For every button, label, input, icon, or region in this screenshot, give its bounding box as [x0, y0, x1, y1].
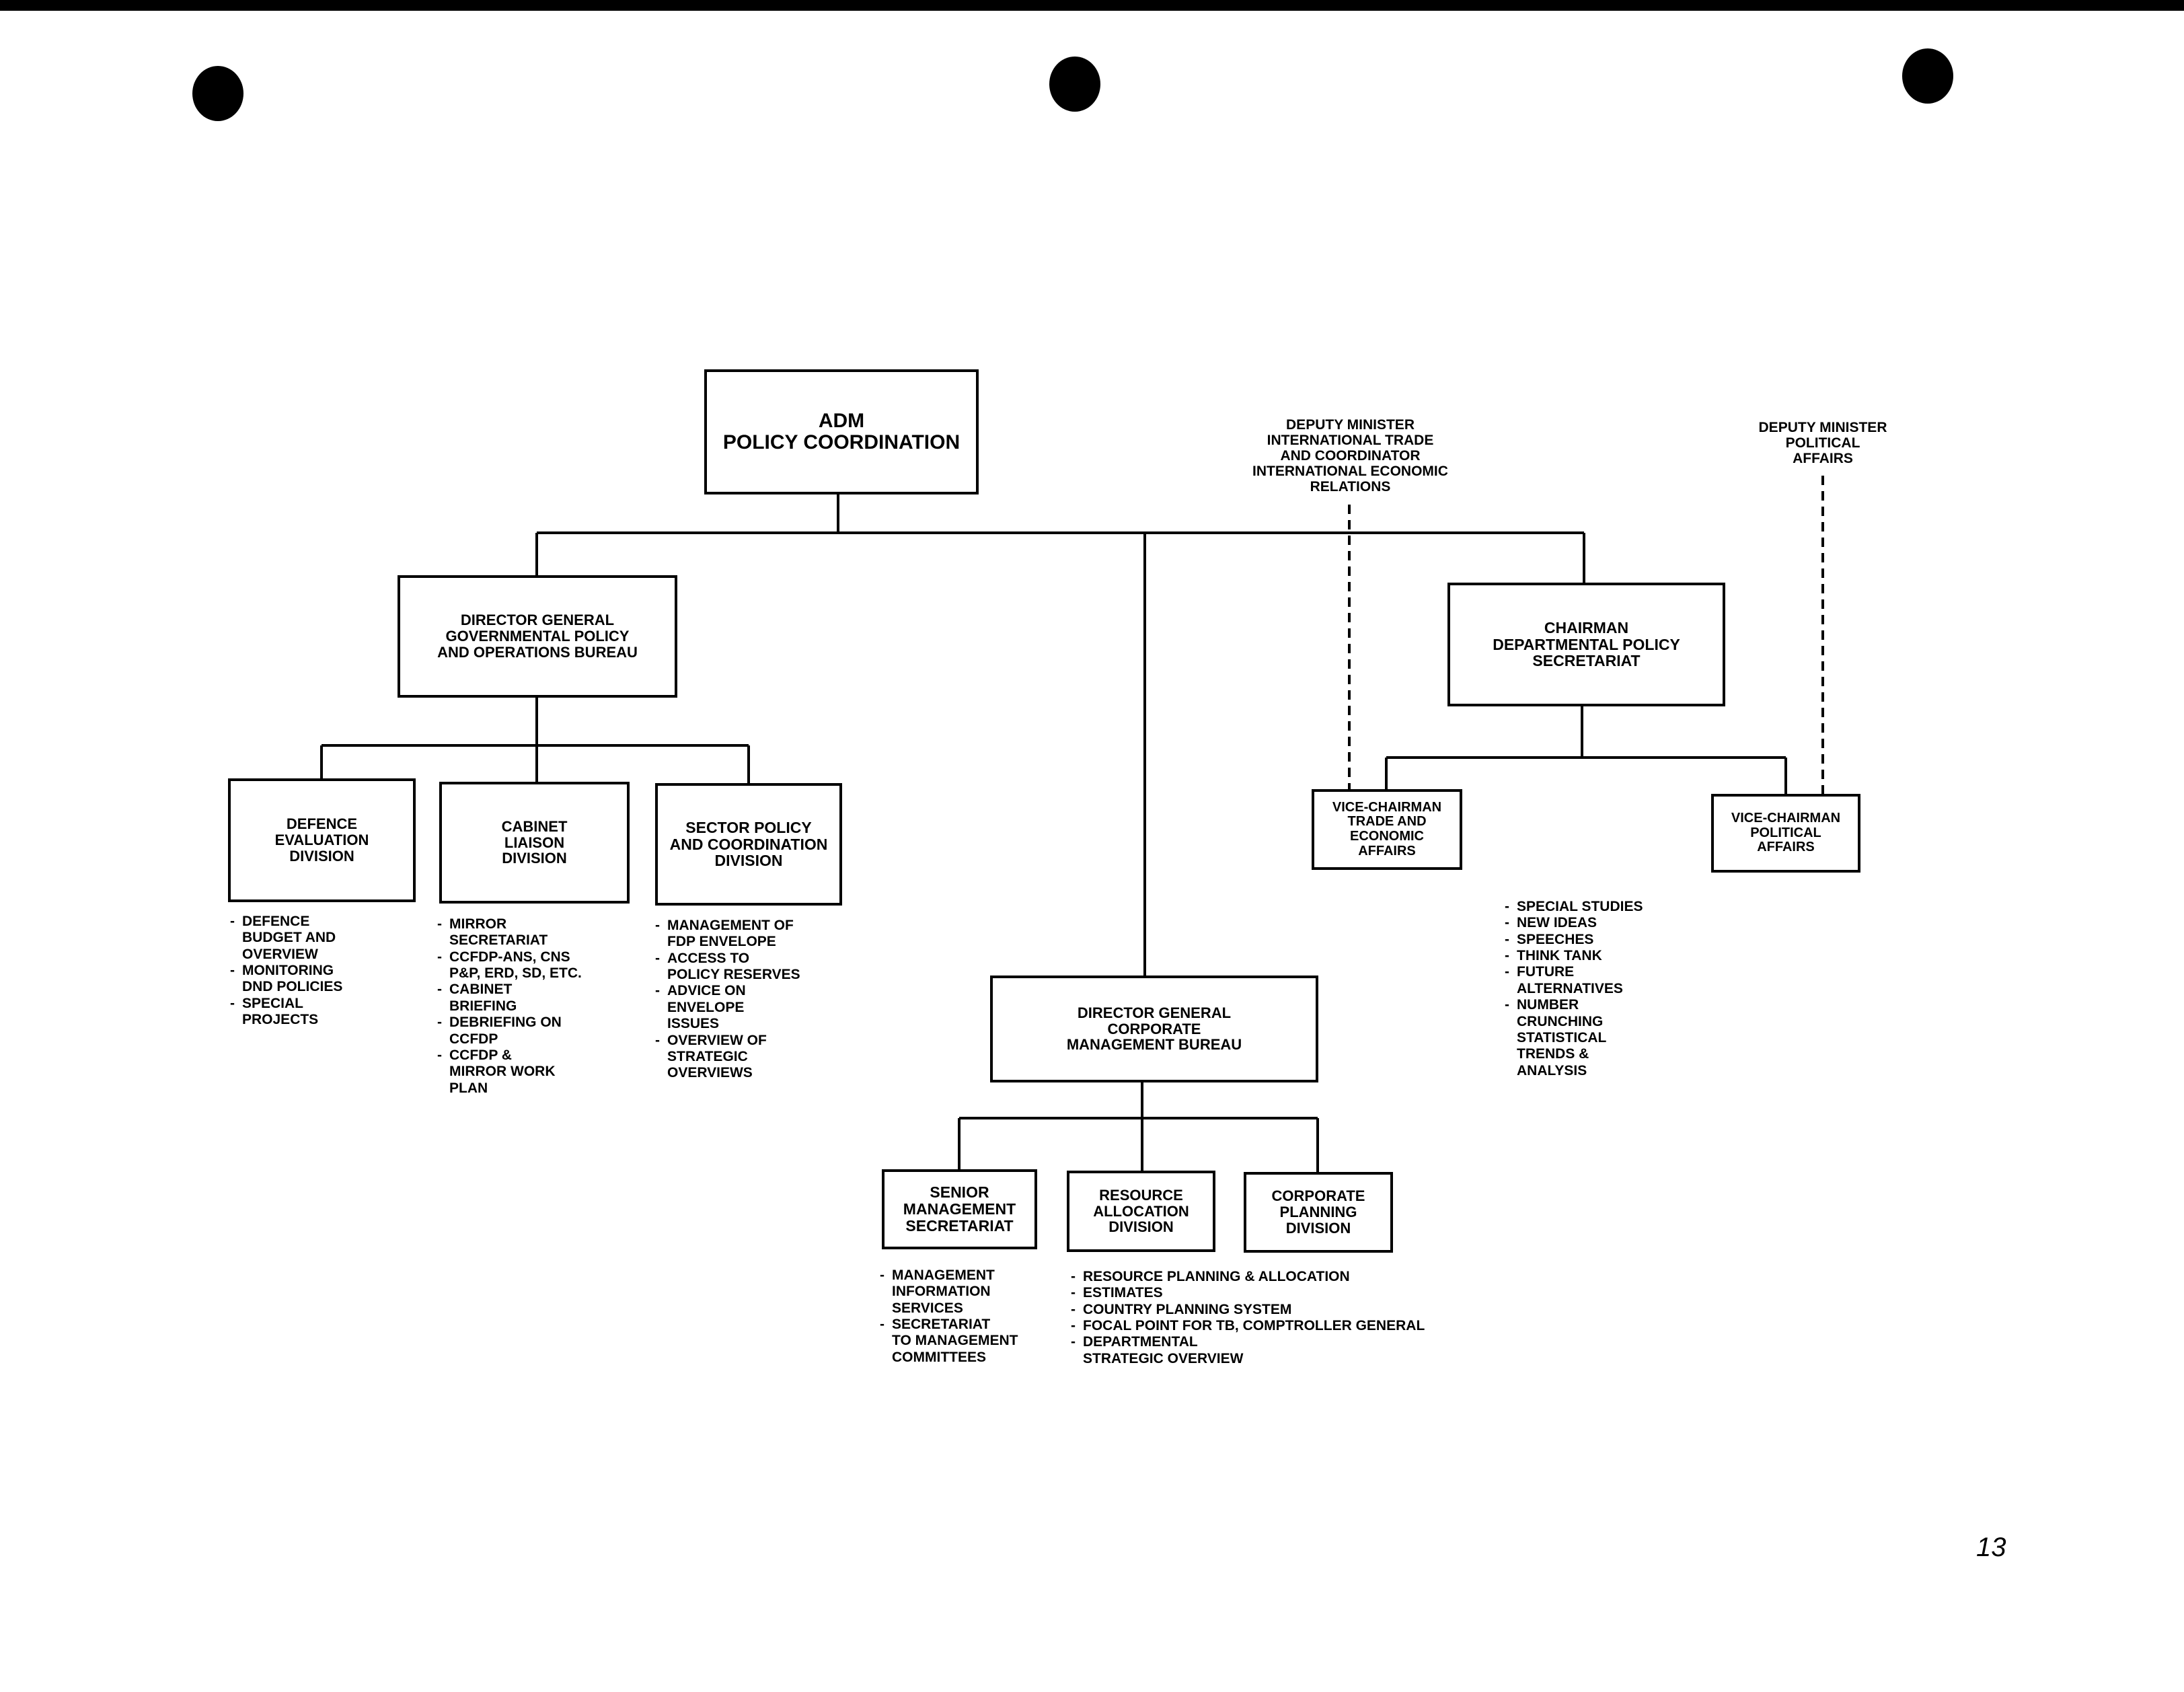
punch-hole-left — [192, 66, 243, 121]
note-item: CABINET BRIEFING — [437, 982, 639, 1015]
note-item: NEW IDEAS — [1505, 915, 1693, 932]
cabinet-label: CABINET LIAISON DIVISION — [501, 817, 568, 867]
dg-governmental-policy-box: DIRECTOR GENERAL GOVERNMENTAL POLICY AND… — [398, 575, 677, 698]
punch-hole-center — [1049, 57, 1100, 112]
note-item: SPECIAL PROJECTS — [230, 996, 398, 1029]
defence-label: DEFENCE EVALUATION DIVISION — [274, 815, 369, 865]
note-item: CCFDP-ANs, CNs P&P, ERD, SD, ETC. — [437, 949, 639, 982]
note-item: THINK TANK — [1505, 948, 1693, 965]
deputy-minister-trade-label: DEPUTY MINISTER INTERNATIONAL TRADE AND … — [1252, 417, 1448, 495]
note-item: MANAGEMENT OF FDP ENVELOPE — [655, 918, 850, 951]
sector-label: SECTOR POLICY AND COORDINATION DIVISION — [669, 818, 828, 870]
defence-notes: DEFENCE BUDGET AND OVERVIEW MONITORING D… — [230, 914, 398, 1029]
scan-top-border — [0, 0, 2184, 11]
note-item: COUNTRY PLANNING SYSTEM — [1071, 1302, 1508, 1319]
note-item: ADVICE ON ENVELOPE ISSUES — [655, 983, 850, 1032]
chairman-notes: SPECIAL STUDIES NEW IDEAS SPEECHES THINK… — [1505, 899, 1693, 1079]
chairman-departmental-policy-box: CHAIRMAN DEPARTMENTAL POLICY SECRETARIAT — [1447, 583, 1725, 706]
adm-policy-coordination-box: ADM POLICY COORDINATION — [704, 369, 979, 494]
resource-notes: RESOURCE PLANNING & ALLOCATION ESTIMATES… — [1071, 1269, 1508, 1367]
punch-hole-right — [1902, 48, 1953, 104]
note-item: RESOURCE PLANNING & ALLOCATION — [1071, 1269, 1508, 1286]
vice-chairman-political-box: VICE-CHAIRMAN POLITICAL AFFAIRS — [1711, 794, 1860, 873]
dg-corp-label: DIRECTOR GENERAL CORPORATE MANAGEMENT BU… — [1066, 1004, 1242, 1054]
note-item: SPEECHES — [1505, 932, 1693, 949]
note-item: MANAGEMENT INFORMATION SERVICES — [880, 1267, 1082, 1317]
senior-notes: MANAGEMENT INFORMATION SERVICES SECRETAR… — [880, 1267, 1082, 1366]
page-number: 13 — [1976, 1533, 2006, 1562]
dg-gov-label: DIRECTOR GENERAL GOVERNMENTAL POLICY AND… — [437, 612, 638, 661]
cabinet-liaison-division-box: CABINET LIAISON DIVISION — [439, 782, 630, 904]
dg-corporate-management-box: DIRECTOR GENERAL CORPORATE MANAGEMENT BU… — [990, 976, 1318, 1082]
note-item: NUMBER CRUNCHING STATISTICAL TRENDS & AN… — [1505, 997, 1693, 1079]
adm-label: ADM POLICY COORDINATION — [722, 409, 961, 453]
cabinet-notes: MIRROR SECRETARIAT CCFDP-ANs, CNs P&P, E… — [437, 916, 639, 1097]
note-item: CCFDP & MIRROR WORK PLAN — [437, 1047, 639, 1097]
note-item: MIRROR SECRETARIAT — [437, 916, 639, 949]
corporate-planning-division-box: CORPORATE PLANNING DIVISION — [1244, 1172, 1393, 1253]
vc-political-label: VICE-CHAIRMAN POLITICAL AFFAIRS — [1731, 811, 1841, 855]
senior-label: SENIOR MANAGEMENT SECRETARIAT — [903, 1183, 1016, 1235]
sector-policy-division-box: SECTOR POLICY AND COORDINATION DIVISION — [655, 783, 842, 906]
note-item: FUTURE ALTERNATIVES — [1505, 964, 1693, 997]
resource-allocation-division-box: RESOURCE ALLOCATION DIVISION — [1067, 1171, 1215, 1252]
note-item: ACCESS TO POLICY RESERVES — [655, 951, 850, 984]
note-item: ESTIMATES — [1071, 1285, 1508, 1302]
deputy-minister-political-label: DEPUTY MINISTER POLITICAL AFFAIRS — [1758, 420, 1887, 467]
note-item: DEBRIEFING ON CCFDP — [437, 1015, 639, 1047]
note-item: SPECIAL STUDIES — [1505, 899, 1693, 916]
corporate-label: CORPORATE PLANNING DIVISION — [1271, 1187, 1365, 1237]
resource-label: RESOURCE ALLOCATION DIVISION — [1093, 1186, 1189, 1236]
note-item: FOCAL POINT FOR TB, COMPTROLLER GENERAL — [1071, 1318, 1508, 1335]
vc-trade-label: VICE-CHAIRMAN TRADE AND ECONOMIC AFFAIRS — [1332, 799, 1442, 858]
vice-chairman-trade-box: VICE-CHAIRMAN TRADE AND ECONOMIC AFFAIRS — [1312, 789, 1462, 870]
note-item: MONITORING DND POLICIES — [230, 963, 398, 996]
note-item: DEPARTMENTAL STRATEGIC OVERVIEW — [1071, 1334, 1508, 1367]
note-item: DEFENCE BUDGET AND OVERVIEW — [230, 914, 398, 963]
defence-evaluation-division-box: DEFENCE EVALUATION DIVISION — [228, 778, 416, 902]
note-item: SECRETARIAT TO MANAGEMENT COMMITTEES — [880, 1317, 1082, 1366]
senior-management-secretariat-box: SENIOR MANAGEMENT SECRETARIAT — [882, 1169, 1037, 1249]
chairman-label: CHAIRMAN DEPARTMENTAL POLICY SECRETARIAT — [1493, 618, 1680, 670]
sector-notes: MANAGEMENT OF FDP ENVELOPE ACCESS TO POL… — [655, 918, 850, 1082]
note-item: OVERVIEW OF STRATEGIC OVERVIEWS — [655, 1033, 850, 1082]
